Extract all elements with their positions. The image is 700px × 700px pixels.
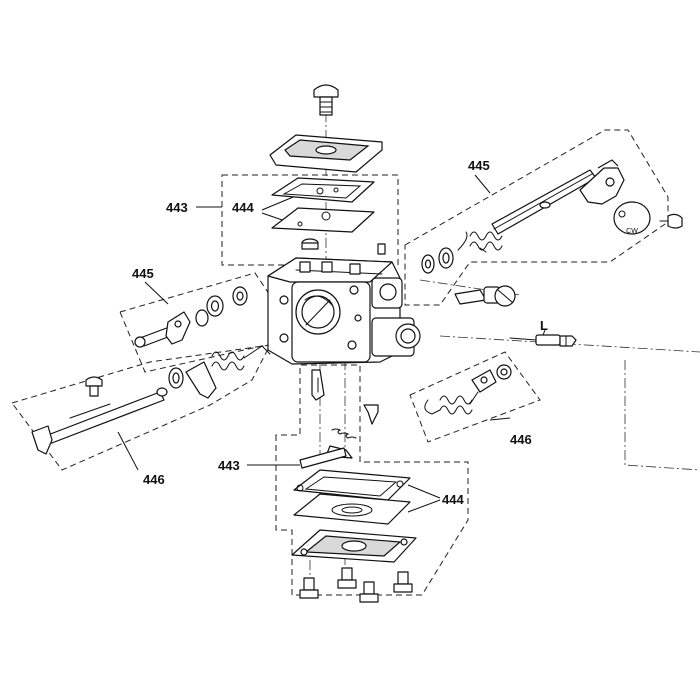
callout-446-left: 446 xyxy=(143,472,165,487)
adjustment-screw-upper xyxy=(454,285,516,307)
leader-lines xyxy=(117,174,546,513)
group-border-443-bottom xyxy=(275,364,469,596)
l-needle xyxy=(509,334,577,347)
bottom-gaskets xyxy=(293,469,411,525)
callout-445-left: 445 xyxy=(132,266,154,281)
choke-shaft-assembly xyxy=(31,345,271,455)
bottom-screws xyxy=(299,567,413,603)
throttle-shaft-assembly: CW xyxy=(421,159,683,274)
carburetor-body xyxy=(267,257,421,365)
choke-assembly xyxy=(134,286,248,348)
callout-443-bottom: 443 xyxy=(218,458,240,473)
group-border-446-right xyxy=(409,351,541,443)
ring-marking: CW xyxy=(626,228,638,235)
callout-444-bottom: 444 xyxy=(442,492,464,507)
group-border-443-top xyxy=(221,174,399,266)
callout-444-top: 444 xyxy=(232,200,254,215)
top-gaskets xyxy=(271,177,375,233)
body-top-plugs xyxy=(301,238,386,255)
cover-screw xyxy=(313,84,339,116)
metering-cover xyxy=(291,529,417,563)
group-border-446-left xyxy=(11,344,271,471)
inlet-needle-assembly xyxy=(299,369,379,469)
pump-cover xyxy=(269,134,383,173)
callout-l: L xyxy=(540,318,548,333)
group-border-445-top xyxy=(404,129,669,306)
callout-443-top: 443 xyxy=(166,200,188,215)
callout-445-top: 445 xyxy=(468,158,490,173)
callout-446-right: 446 xyxy=(510,432,532,447)
lever-spring-assembly xyxy=(424,364,512,415)
